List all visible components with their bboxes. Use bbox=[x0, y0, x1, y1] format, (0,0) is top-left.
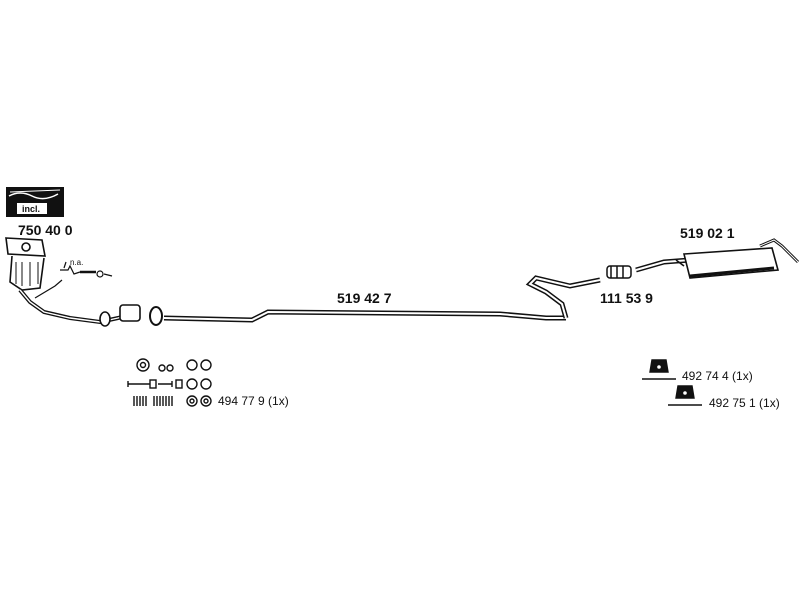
clamp-part-number[interactable]: 111 53 9 bbox=[600, 290, 653, 306]
center-pipe[interactable] bbox=[162, 275, 601, 330]
pipe-clamp[interactable] bbox=[606, 265, 632, 279]
center-pipe-part-number[interactable]: 519 42 7 bbox=[337, 290, 392, 306]
rubber-hanger-2-part-number[interactable]: 492 75 1 (1x) bbox=[709, 396, 780, 410]
kit-badge-label: incl. bbox=[22, 204, 40, 214]
kit-box-icon bbox=[6, 187, 64, 217]
mounting-kit-hardware bbox=[127, 358, 212, 407]
rubber-hanger-icon bbox=[642, 359, 676, 380]
rear-silencer-part-number[interactable]: 519 02 1 bbox=[680, 225, 735, 241]
rubber-hanger-1-part-number[interactable]: 492 74 4 (1x) bbox=[682, 369, 753, 383]
catalytic-converter[interactable] bbox=[5, 237, 141, 327]
oxygen-sensor-icon bbox=[60, 261, 113, 278]
rear-silencer[interactable] bbox=[635, 238, 800, 279]
sensor-note-label: n.a. bbox=[70, 258, 83, 267]
mounting-kit-part-number[interactable]: 494 77 9 (1x) bbox=[218, 394, 289, 408]
catalyst-part-number[interactable]: 750 40 0 bbox=[18, 222, 73, 238]
rubber-hanger-icon bbox=[668, 385, 702, 406]
gasket-ring-icon bbox=[149, 306, 163, 326]
